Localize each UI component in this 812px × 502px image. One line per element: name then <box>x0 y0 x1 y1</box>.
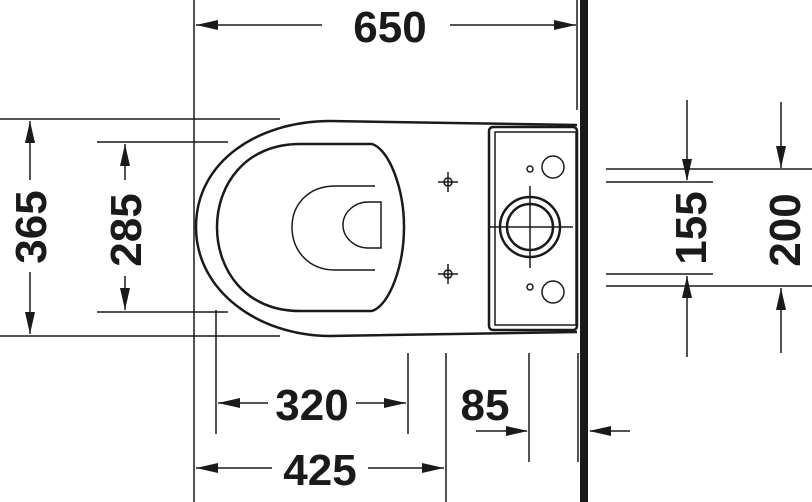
dimension-85: 85 <box>461 381 510 430</box>
dimension-200: 200 <box>761 193 810 266</box>
dimension-650: 650 <box>353 3 426 52</box>
dimension-320: 320 <box>275 381 348 430</box>
dimension-365: 365 <box>7 190 56 263</box>
dimension-155: 155 <box>667 191 716 264</box>
wall <box>580 0 588 502</box>
dimension-425: 425 <box>283 446 356 495</box>
toilet-outline <box>194 119 579 338</box>
dimension-285: 285 <box>102 193 151 266</box>
